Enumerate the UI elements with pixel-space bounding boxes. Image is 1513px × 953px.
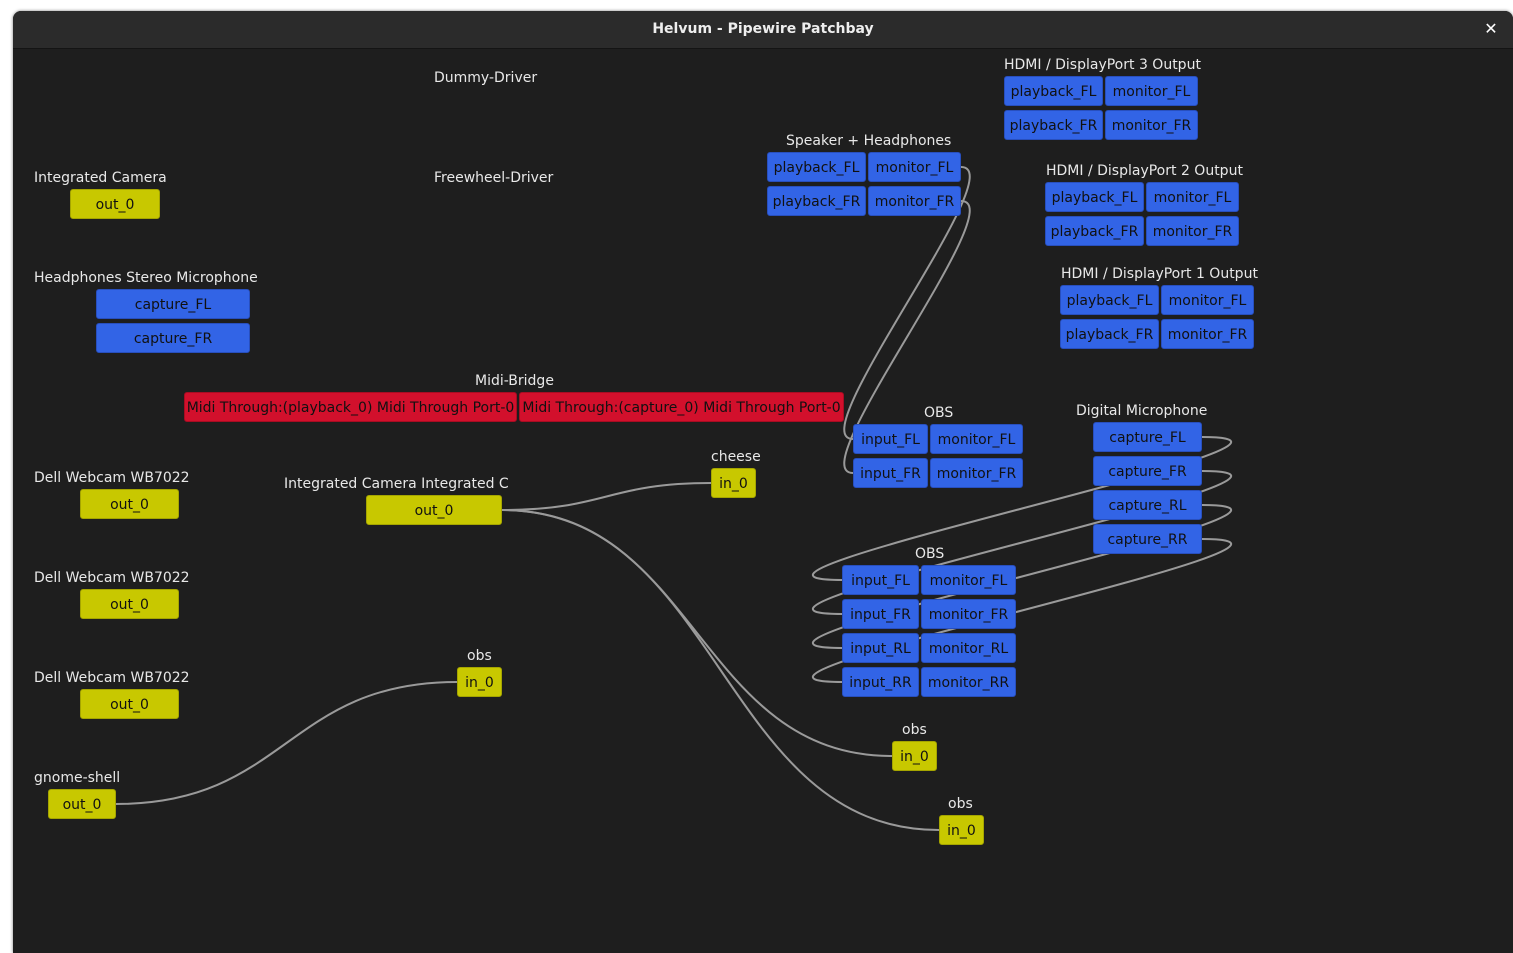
port-obs2-input-rl[interactable]: input_RL <box>842 633 919 663</box>
port-dell-webcam-2-out[interactable]: out_0 <box>80 589 179 619</box>
window-title: Helvum - Pipewire Patchbay <box>652 21 874 37</box>
port-dell-webcam-1-out[interactable]: out_0 <box>80 489 179 519</box>
port-obs1-input-fl[interactable]: input_FL <box>853 424 928 454</box>
port-hdmi1-monitor-fr[interactable]: monitor_FR <box>1161 319 1254 349</box>
links-layer <box>115 166 1233 831</box>
close-icon[interactable]: ✕ <box>1484 19 1498 38</box>
port-obs1-monitor-fr[interactable]: monitor_FR <box>930 458 1023 488</box>
link-digmic-crl-to-obsa2-irl <box>811 504 1233 649</box>
port-obs-video-1-in[interactable]: in_0 <box>457 667 502 697</box>
port-speaker-playback-fr[interactable]: playback_FR <box>767 186 866 216</box>
link-digmic-crr-to-obsa2-irr <box>811 538 1233 683</box>
port-hdmi3-playback-fr[interactable]: playback_FR <box>1004 110 1103 140</box>
link-speaker-mfl-to-obsa1-ifl <box>843 166 971 440</box>
port-hdmi3-monitor-fr[interactable]: monitor_FR <box>1105 110 1198 140</box>
port-hdmi2-playback-fl[interactable]: playback_FL <box>1045 182 1144 212</box>
node-title-freewheel-driver: Freewheel-Driver <box>434 170 554 186</box>
port-obs2-monitor-fr[interactable]: monitor_FR <box>921 599 1016 629</box>
port-hdmi1-playback-fr[interactable]: playback_FR <box>1060 319 1159 349</box>
node-title-obs-video-3: obs <box>948 796 973 812</box>
port-obs2-input-rr[interactable]: input_RR <box>842 667 919 697</box>
node-title-hdmi-3: HDMI / DisplayPort 3 Output <box>1004 57 1201 73</box>
port-digital-mic-capture-rl[interactable]: capture_RL <box>1093 490 1202 520</box>
link-speaker-mfr-to-obsa1-ifr <box>843 200 971 474</box>
node-title-dell-webcam-1: Dell Webcam WB7022 <box>34 470 190 486</box>
title-bar[interactable]: Helvum - Pipewire Patchbay ✕ <box>13 11 1513 49</box>
node-title-integrated-camera: Integrated Camera <box>34 170 167 186</box>
graph-canvas[interactable]: Dummy-Driver Freewheel-Driver Integrated… <box>13 49 1513 953</box>
port-hdmi1-playback-fl[interactable]: playback_FL <box>1060 285 1159 315</box>
port-dell-webcam-3-out[interactable]: out_0 <box>80 689 179 719</box>
node-title-midi-bridge: Midi-Bridge <box>475 373 554 389</box>
port-midi-through-playback[interactable]: Midi Through:(playback_0) Midi Through P… <box>184 392 517 422</box>
port-cheese-in[interactable]: in_0 <box>711 468 756 498</box>
port-hdmi2-monitor-fr[interactable]: monitor_FR <box>1146 216 1239 246</box>
node-title-digital-microphone: Digital Microphone <box>1076 403 1208 419</box>
node-title-dell-webcam-2: Dell Webcam WB7022 <box>34 570 190 586</box>
port-obs1-input-fr[interactable]: input_FR <box>853 458 928 488</box>
node-title-obs-video-2: obs <box>902 722 927 738</box>
link-intcam2-out-to-obsv2-in <box>501 509 893 757</box>
node-title-speaker-headphones: Speaker + Headphones <box>786 133 952 149</box>
port-obs2-input-fr[interactable]: input_FR <box>842 599 919 629</box>
node-title-gnome-shell: gnome-shell <box>34 770 121 786</box>
port-hdmi3-monitor-fl[interactable]: monitor_FL <box>1105 76 1198 106</box>
port-integrated-camera-2-out[interactable]: out_0 <box>366 495 502 525</box>
node-title-headphones-microphone: Headphones Stereo Microphone <box>34 270 258 286</box>
port-digital-mic-capture-fl[interactable]: capture_FL <box>1093 422 1202 452</box>
node-title-hdmi-1: HDMI / DisplayPort 1 Output <box>1061 266 1258 282</box>
port-obs-video-3-in[interactable]: in_0 <box>939 815 984 845</box>
node-title-cheese: cheese <box>711 449 761 465</box>
port-obs2-monitor-rl[interactable]: monitor_RL <box>921 633 1016 663</box>
port-gnome-shell-out[interactable]: out_0 <box>48 789 116 819</box>
port-speaker-monitor-fr[interactable]: monitor_FR <box>868 186 961 216</box>
node-title-obs-audio-1: OBS <box>924 405 954 421</box>
port-midi-through-capture[interactable]: Midi Through:(capture_0) Midi Through Po… <box>519 392 844 422</box>
port-obs2-monitor-fl[interactable]: monitor_FL <box>921 565 1016 595</box>
port-headphones-mic-capture-fl[interactable]: capture_FL <box>96 289 250 319</box>
link-digmic-cfl-to-obsa2-ifl <box>811 436 1233 581</box>
link-intcam2-out-to-obsv3-in <box>501 509 940 831</box>
port-obs-video-2-in[interactable]: in_0 <box>892 741 937 771</box>
port-obs2-input-fl[interactable]: input_FL <box>842 565 919 595</box>
node-title-hdmi-2: HDMI / DisplayPort 2 Output <box>1046 163 1243 179</box>
port-hdmi2-playback-fr[interactable]: playback_FR <box>1045 216 1144 246</box>
node-title-dell-webcam-3: Dell Webcam WB7022 <box>34 670 190 686</box>
port-integrated-camera-out[interactable]: out_0 <box>70 189 160 219</box>
port-digital-mic-capture-rr[interactable]: capture_RR <box>1093 524 1202 554</box>
port-obs2-monitor-rr[interactable]: monitor_RR <box>921 667 1016 697</box>
port-speaker-playback-fl[interactable]: playback_FL <box>767 152 866 182</box>
node-title-obs-video-1: obs <box>467 648 492 664</box>
link-digmic-cfr-to-obsa2-ifr <box>811 470 1233 615</box>
app-window: Helvum - Pipewire Patchbay ✕ Dummy-Drive… <box>13 11 1513 953</box>
port-speaker-monitor-fl[interactable]: monitor_FL <box>868 152 961 182</box>
port-digital-mic-capture-fr[interactable]: capture_FR <box>1093 456 1202 486</box>
port-hdmi1-monitor-fl[interactable]: monitor_FL <box>1161 285 1254 315</box>
link-gshell-out-to-obsv1-in <box>115 681 458 805</box>
port-hdmi3-playback-fl[interactable]: playback_FL <box>1004 76 1103 106</box>
node-title-dummy-driver: Dummy-Driver <box>434 70 538 86</box>
port-hdmi2-monitor-fl[interactable]: monitor_FL <box>1146 182 1239 212</box>
port-headphones-mic-capture-fr[interactable]: capture_FR <box>96 323 250 353</box>
node-title-obs-audio-2: OBS <box>915 546 945 562</box>
node-title-integrated-camera-2: Integrated Camera Integrated C <box>284 476 509 492</box>
port-obs1-monitor-fl[interactable]: monitor_FL <box>930 424 1023 454</box>
link-intcam2-out-to-cheese-in <box>501 482 712 511</box>
